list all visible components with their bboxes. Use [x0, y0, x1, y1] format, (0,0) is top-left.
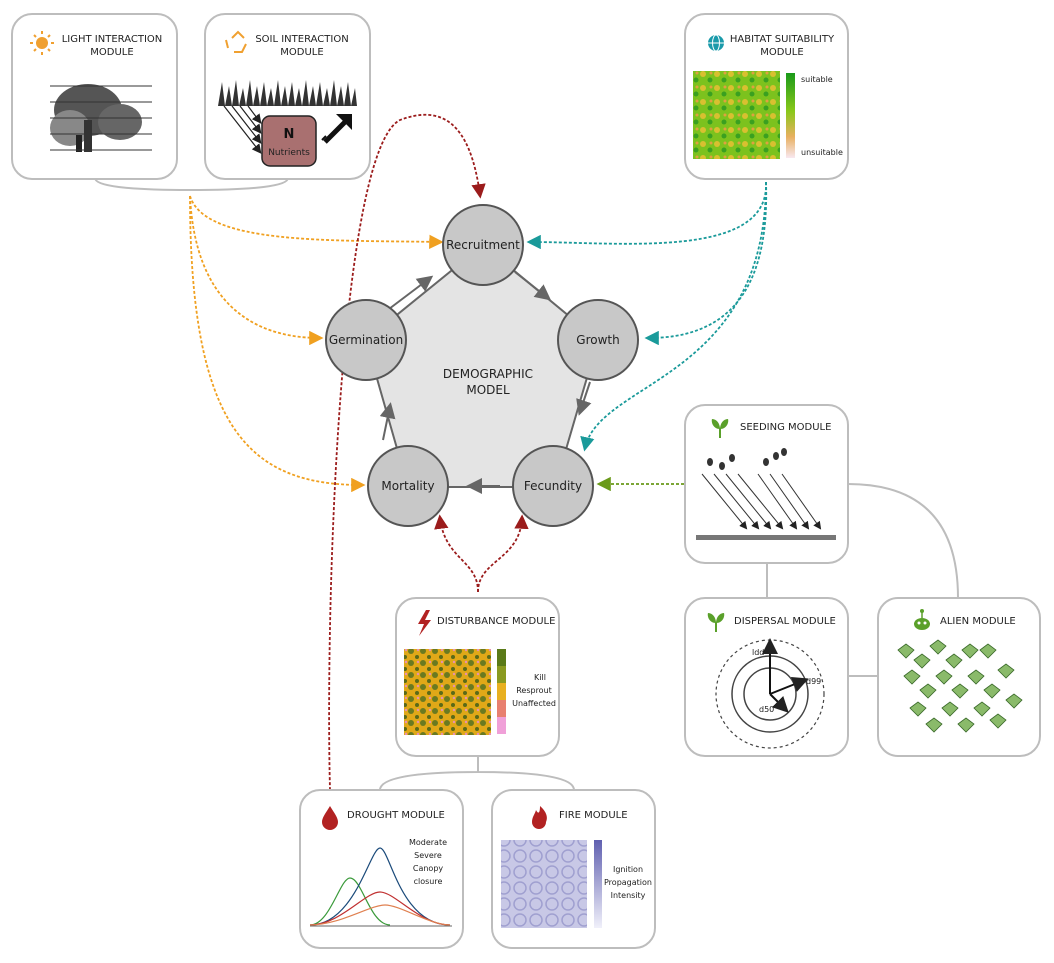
dispersal-label-ldd: ldd [752, 648, 764, 657]
arrow-habitat-recruitment [526, 181, 767, 250]
arrow-germination-recruitment [384, 275, 434, 313]
flame-icon [532, 806, 547, 829]
drought-legend-moderate: Moderate [409, 838, 447, 847]
dispersal-label-d50: d50 [759, 705, 774, 714]
node-fecundity[interactable]: Fecundity [512, 445, 594, 527]
disturbance-legend-unaffected: Unaffected [512, 699, 556, 708]
drought-legend-severe: Severe [414, 851, 442, 860]
seeding-alien-connector [847, 483, 959, 599]
fire-module[interactable]: FIRE MODULE Ignition Propagation Intensi… [491, 789, 656, 949]
seeding-module[interactable]: SEEDING MODULE [684, 404, 849, 564]
sprout-icon [711, 419, 729, 438]
arrow-drought-recruitment [328, 113, 486, 791]
grass-illustration [218, 80, 357, 106]
nutrient-label: Nutrients [268, 148, 310, 158]
dispersal-module[interactable]: DISPERSAL MODULE ldd d99 d50 [684, 597, 849, 757]
disturbance-module[interactable]: DISTURBANCE MODULE Kill Resprout Unaffec… [395, 597, 560, 757]
soil-interaction-module[interactable]: SOIL INTERACTION MODULE N Nutrients [204, 13, 371, 180]
disturbance-legend-kill: Kill [534, 673, 546, 682]
drought-module-title: DROUGHT MODULE [347, 810, 445, 821]
node-germination[interactable]: Germination [325, 299, 407, 381]
node-mortality[interactable]: Mortality [367, 445, 449, 527]
drop-icon [322, 806, 338, 830]
node-germination-label: Germination [329, 333, 403, 347]
habitat-legend-bottom: unsuitable [801, 148, 843, 157]
globe-icon [708, 34, 724, 52]
node-recruitment[interactable]: Recruitment [442, 204, 524, 286]
dispersal-module-title: DISPERSAL MODULE [734, 616, 836, 627]
arrow-disturbance-mortality [434, 514, 479, 593]
disturbance-module-title: DISTURBANCE MODULE [437, 616, 555, 627]
habitat-map [693, 71, 780, 159]
node-growth[interactable]: Growth [557, 299, 639, 381]
sprout-icon [707, 613, 725, 632]
fire-legend-propagation: Propagation [604, 878, 652, 887]
sun-icon [30, 31, 54, 55]
fire-legend-intensity: Intensity [611, 891, 646, 900]
fire-module-title: FIRE MODULE [559, 810, 628, 821]
alien-icon [914, 609, 930, 630]
seeding-module-title: SEEDING MODULE [740, 422, 831, 433]
ivy-illustration [897, 639, 1023, 733]
habitat-colorbar [786, 73, 795, 158]
alien-module-title: ALIEN MODULE [940, 616, 1016, 627]
arrow-light-mortality [189, 195, 366, 493]
tree-illustration [50, 84, 152, 152]
soil-module-title-1: SOIL INTERACTION [255, 34, 348, 45]
node-mortality-label: Mortality [381, 479, 434, 493]
dispersal-label-d99: d99 [806, 677, 821, 686]
lightning-icon [418, 610, 431, 636]
center-label-line2: MODEL [466, 383, 510, 397]
arrow-light-recruitment [189, 195, 444, 250]
arrow-light-germination [189, 195, 324, 346]
arrow-mortality-germination [379, 402, 396, 441]
light-module-title-2: MODULE [90, 47, 133, 58]
habitat-module-title-1: HABITAT SUITABILITY [730, 34, 835, 45]
arrow-disturbance-fecundity [477, 514, 529, 593]
arrow-habitat-growth [644, 181, 768, 346]
fire-map [501, 840, 587, 928]
drought-legend-canopy: Canopy [413, 864, 444, 873]
habitat-module-title-2: MODULE [760, 47, 803, 58]
disturbance-colorbar [497, 649, 506, 734]
light-soil-connector [94, 177, 289, 192]
seed-rain-illustration [696, 448, 836, 540]
habitat-legend-top: suitable [801, 75, 833, 84]
node-recruitment-label: Recruitment [446, 238, 520, 252]
drought-module[interactable]: DROUGHT MODULE Moderate Severe Canopy cl… [299, 789, 464, 949]
fire-colorbar [594, 840, 602, 928]
soil-module-title-2: MODULE [280, 47, 323, 58]
alien-module[interactable]: ALIEN MODULE [877, 597, 1041, 757]
disturbance-legend-resprout: Resprout [516, 686, 552, 695]
arrow-habitat-fecundity [580, 181, 767, 452]
fire-legend-ignition: Ignition [613, 865, 643, 874]
recycle-icon [225, 30, 247, 53]
nutrient-box: N Nutrients [261, 115, 317, 167]
drought-distribution-curves [309, 847, 452, 927]
light-module-title-1: LIGHT INTERACTION [62, 34, 163, 45]
uptake-arrow-icon [321, 114, 352, 144]
disturbance-connector [379, 756, 575, 791]
node-fecundity-label: Fecundity [524, 479, 582, 493]
arrow-recruitment-growth [514, 271, 552, 301]
node-growth-label: Growth [576, 333, 619, 347]
dispersal-kernel-illustration [715, 638, 825, 749]
disturbance-map [404, 649, 491, 735]
arrow-growth-fecundity [576, 381, 592, 416]
habitat-suitability-module[interactable]: HABITAT SUITABILITY MODULE suitable unsu… [684, 13, 849, 180]
light-interaction-module[interactable]: LIGHT INTERACTION MODULE [11, 13, 178, 180]
nutrient-symbol: N [284, 127, 295, 142]
drought-legend-closure: closure [414, 877, 443, 886]
center-label-line1: DEMOGRAPHIC [443, 367, 533, 381]
